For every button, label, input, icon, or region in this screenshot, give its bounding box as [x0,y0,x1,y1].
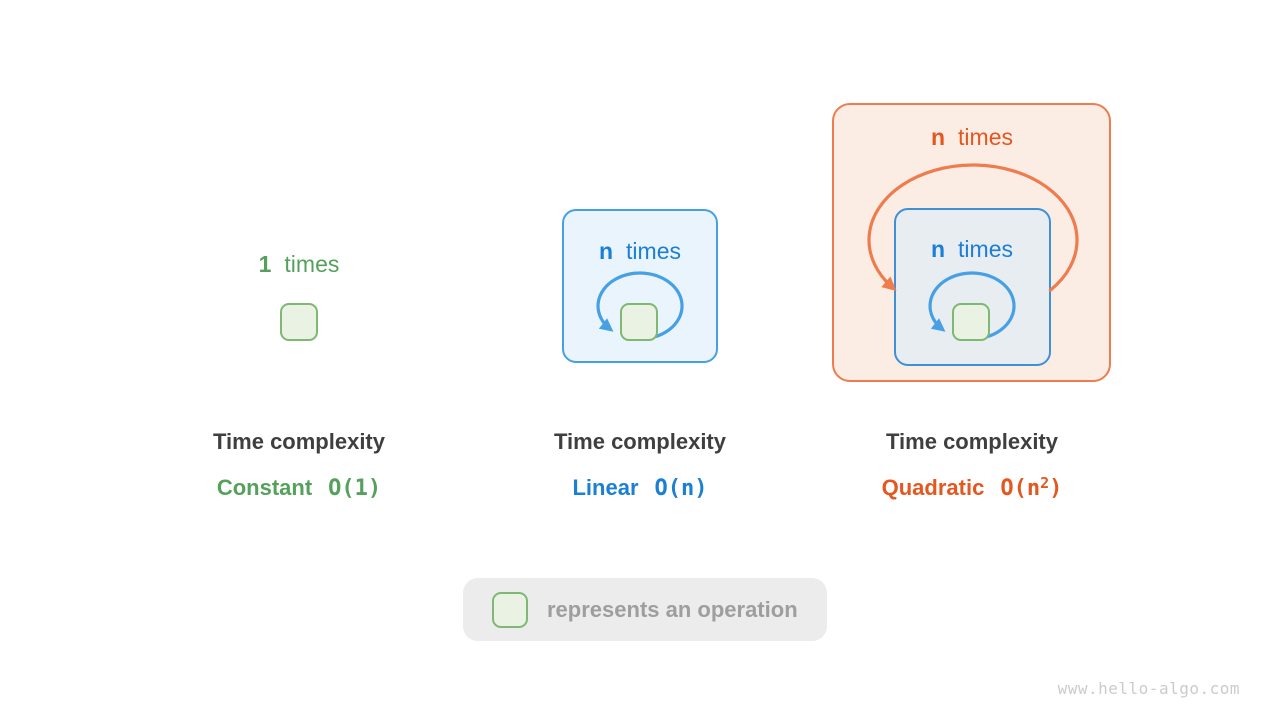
constant-loop-label: 1 times [149,251,449,278]
linear-title: Time complexity [554,429,726,454]
quadratic-complexity-line: Quadratic O(n2) [822,474,1122,501]
quadratic-title: Time complexity [886,429,1058,454]
linear-loop-arrow [596,271,684,339]
legend-operation-icon [492,591,528,628]
constant-big-o: O(1) [328,476,382,501]
constant-complexity-name: Constant [216,475,313,500]
watermark: www.hello-algo.com [1057,679,1240,698]
quadratic-inner-loop-arrow [928,271,1016,339]
linear-times-word: times [626,238,681,264]
linear-operation-box [620,303,658,341]
quadratic-complexity-name: Quadratic [881,475,985,500]
linear-count: n [598,238,614,264]
quadratic-operation-box [952,303,990,341]
quadratic-outer-times-word: times [958,124,1013,150]
linear-complexity-line: Linear O(n) [490,474,790,501]
quadratic-inner-times-word: times [958,236,1013,262]
constant-title: Time complexity [213,429,385,454]
quadratic-big-o: O(n2) [1000,474,1063,501]
legend: represents an operation [463,578,827,641]
quadratic-inner-count: n [930,236,946,262]
legend-text: represents an operation [547,596,798,622]
linear-complexity-name: Linear [572,475,639,500]
constant-count: 1 [258,251,272,277]
constant-times-word: times [284,251,340,277]
linear-big-o: O(n) [654,476,708,501]
quadratic-outer-count: n [930,124,946,150]
quadratic-outer-loop-arrow [867,163,1079,292]
constant-complexity-line: Constant O(1) [149,474,449,501]
constant-operation-box [280,303,318,341]
